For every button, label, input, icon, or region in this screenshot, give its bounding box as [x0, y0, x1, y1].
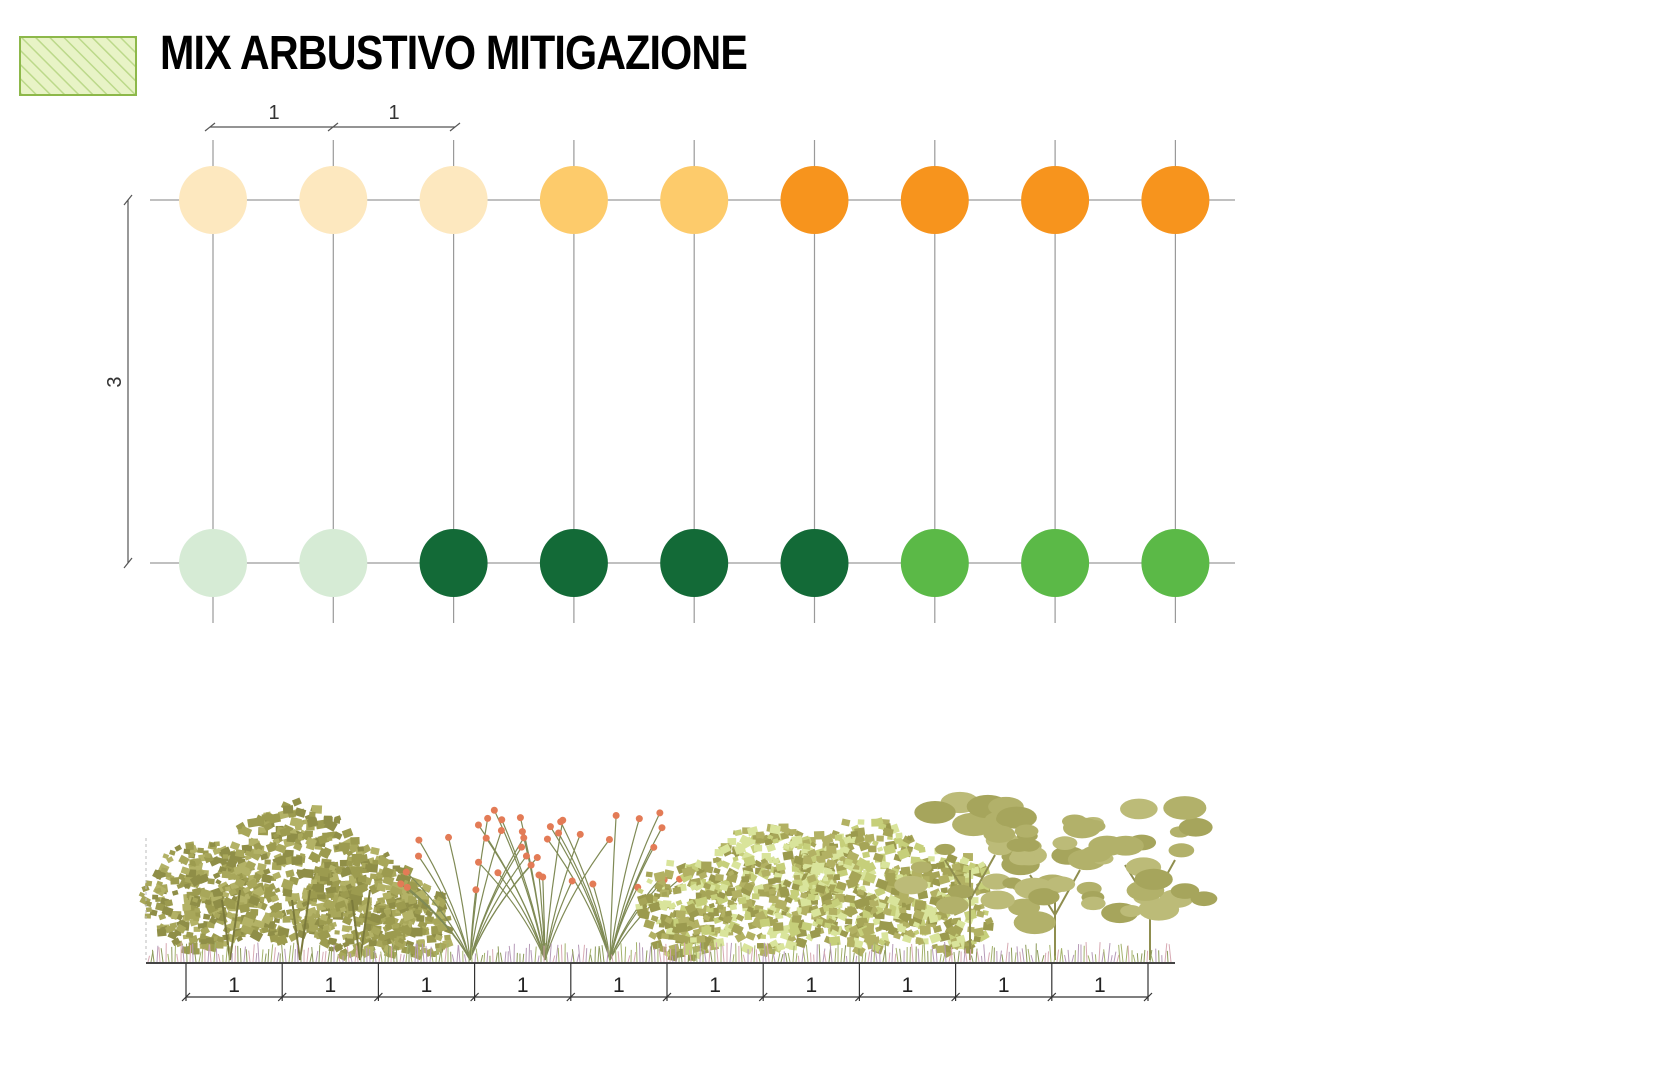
shrub-marker-bottom: [1141, 529, 1210, 597]
shrub-marker-top: [1141, 166, 1210, 234]
section-spacing-label: 1: [902, 974, 914, 997]
section-spacing-label: 1: [421, 974, 433, 997]
spacing-label-2: 1: [388, 102, 399, 124]
legend-swatch: [19, 36, 137, 96]
shrub-marker-bottom: [900, 529, 969, 597]
shrub-marker-top: [299, 166, 368, 234]
shrub-marker-bottom: [539, 529, 608, 597]
shrub-marker-bottom: [299, 529, 368, 597]
section-spacing-label: 1: [228, 974, 240, 997]
section-spacing-label: 1: [1094, 974, 1106, 997]
shrub-marker-bottom: [780, 529, 849, 597]
shrub-marker-top: [539, 166, 608, 234]
row-distance-dimension: [123, 194, 133, 569]
shrub-marker-top: [1021, 166, 1090, 234]
shrub-marker-top: [660, 166, 729, 234]
shrub-marker-top: [419, 166, 488, 234]
section-spacing-label: 1: [805, 974, 817, 997]
shrub-marker-bottom: [660, 529, 729, 597]
row-distance-label: 3: [104, 376, 126, 387]
section-spacing-label: 1: [998, 974, 1010, 997]
shrub-vegetation: [138, 791, 1218, 963]
spacing-dimension: [204, 122, 461, 132]
page-title: MIX ARBUSTIVO MITIGAZIONE: [160, 27, 748, 80]
section-spacing-label: 1: [613, 974, 625, 997]
shrub-marker-bottom: [419, 529, 488, 597]
spacing-label-1: 1: [268, 102, 279, 124]
shrub-marker-bottom: [179, 529, 247, 597]
shrub-marker-top: [179, 166, 247, 234]
section-spacing-label: 1: [517, 974, 529, 997]
shrub-marker-bottom: [1021, 529, 1090, 597]
section-spacing-label: 1: [709, 974, 721, 997]
section-spacing-label: 1: [324, 974, 336, 997]
planting-plan: 1 1 3: [104, 102, 1235, 623]
shrub-marker-top: [780, 166, 849, 234]
shrub-marker-top: [900, 166, 969, 234]
